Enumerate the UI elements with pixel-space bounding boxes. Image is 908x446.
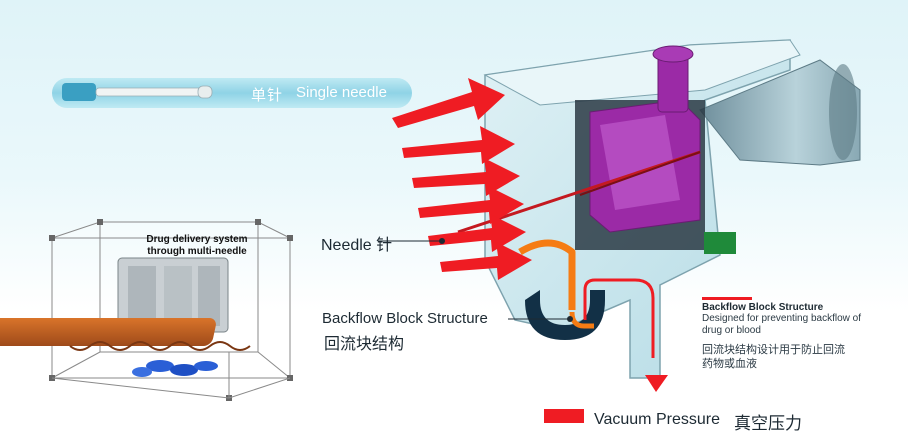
needle-line-lower (579, 151, 701, 196)
backflow-note-title: Backflow Block Structure (702, 302, 824, 313)
backflow-note-cn: 回流块结构设计用于防止回流药物或血液 (702, 344, 845, 370)
needle-hub (62, 83, 96, 101)
backflow-label-cn: 回流块结构 (324, 336, 405, 353)
red-arrow (402, 126, 515, 164)
backflow-note: Backflow Block Structure Designed for pr… (702, 302, 902, 371)
single-needle-label-cn: 单针 (251, 87, 284, 104)
purple-plunger-cap (652, 45, 694, 63)
single-needle-pill (52, 78, 412, 108)
multi-needle-title: Drug delivery system through multi-needl… (146, 234, 248, 257)
backflow-legend-line (702, 297, 752, 300)
vacuum-legend-swatch (544, 409, 584, 423)
backflow-leader-dot (567, 316, 573, 322)
multi-needle-box (49, 219, 293, 401)
backflow-orange-tube (518, 239, 576, 310)
vacuum-label-cn: 真空压力 (734, 414, 802, 433)
tissue-layer (0, 318, 216, 346)
backflow-note-body: Designed for preventing backflow of drug… (702, 313, 861, 336)
tissue-wave (69, 341, 251, 351)
funnel-outlet (699, 59, 861, 166)
drug-droplet (146, 360, 174, 372)
drug-droplet (132, 367, 152, 377)
single-needle-label-en: Single needle (296, 84, 387, 101)
green-block (704, 232, 736, 254)
backflow-red-line (583, 278, 655, 358)
purple-valve-front (600, 115, 680, 210)
vacuum-arrow-down (645, 375, 668, 392)
drug-droplet (170, 364, 198, 376)
red-arrow (418, 186, 524, 224)
cross-section (457, 39, 861, 392)
multi-needle-device (0, 257, 251, 377)
funnel-mouth (829, 64, 857, 160)
needle-leader-dot (439, 238, 445, 244)
needle-shaft (95, 87, 209, 97)
single-needle-graphic (52, 78, 412, 108)
drug-droplet (194, 361, 218, 371)
housing-top-face (483, 39, 801, 106)
red-arrow (440, 242, 532, 280)
needle-cap-end (197, 85, 213, 99)
red-arrow (412, 158, 520, 196)
incoming-arrows (392, 78, 532, 280)
backflow-orange-return (569, 311, 594, 329)
red-arrow (428, 214, 526, 252)
red-arrow (392, 78, 505, 128)
backflow-label-en: Backflow Block Structure (322, 310, 488, 327)
vacuum-label-en: Vacuum Pressure (594, 411, 720, 428)
needle-label: Needle 针 (321, 237, 393, 254)
